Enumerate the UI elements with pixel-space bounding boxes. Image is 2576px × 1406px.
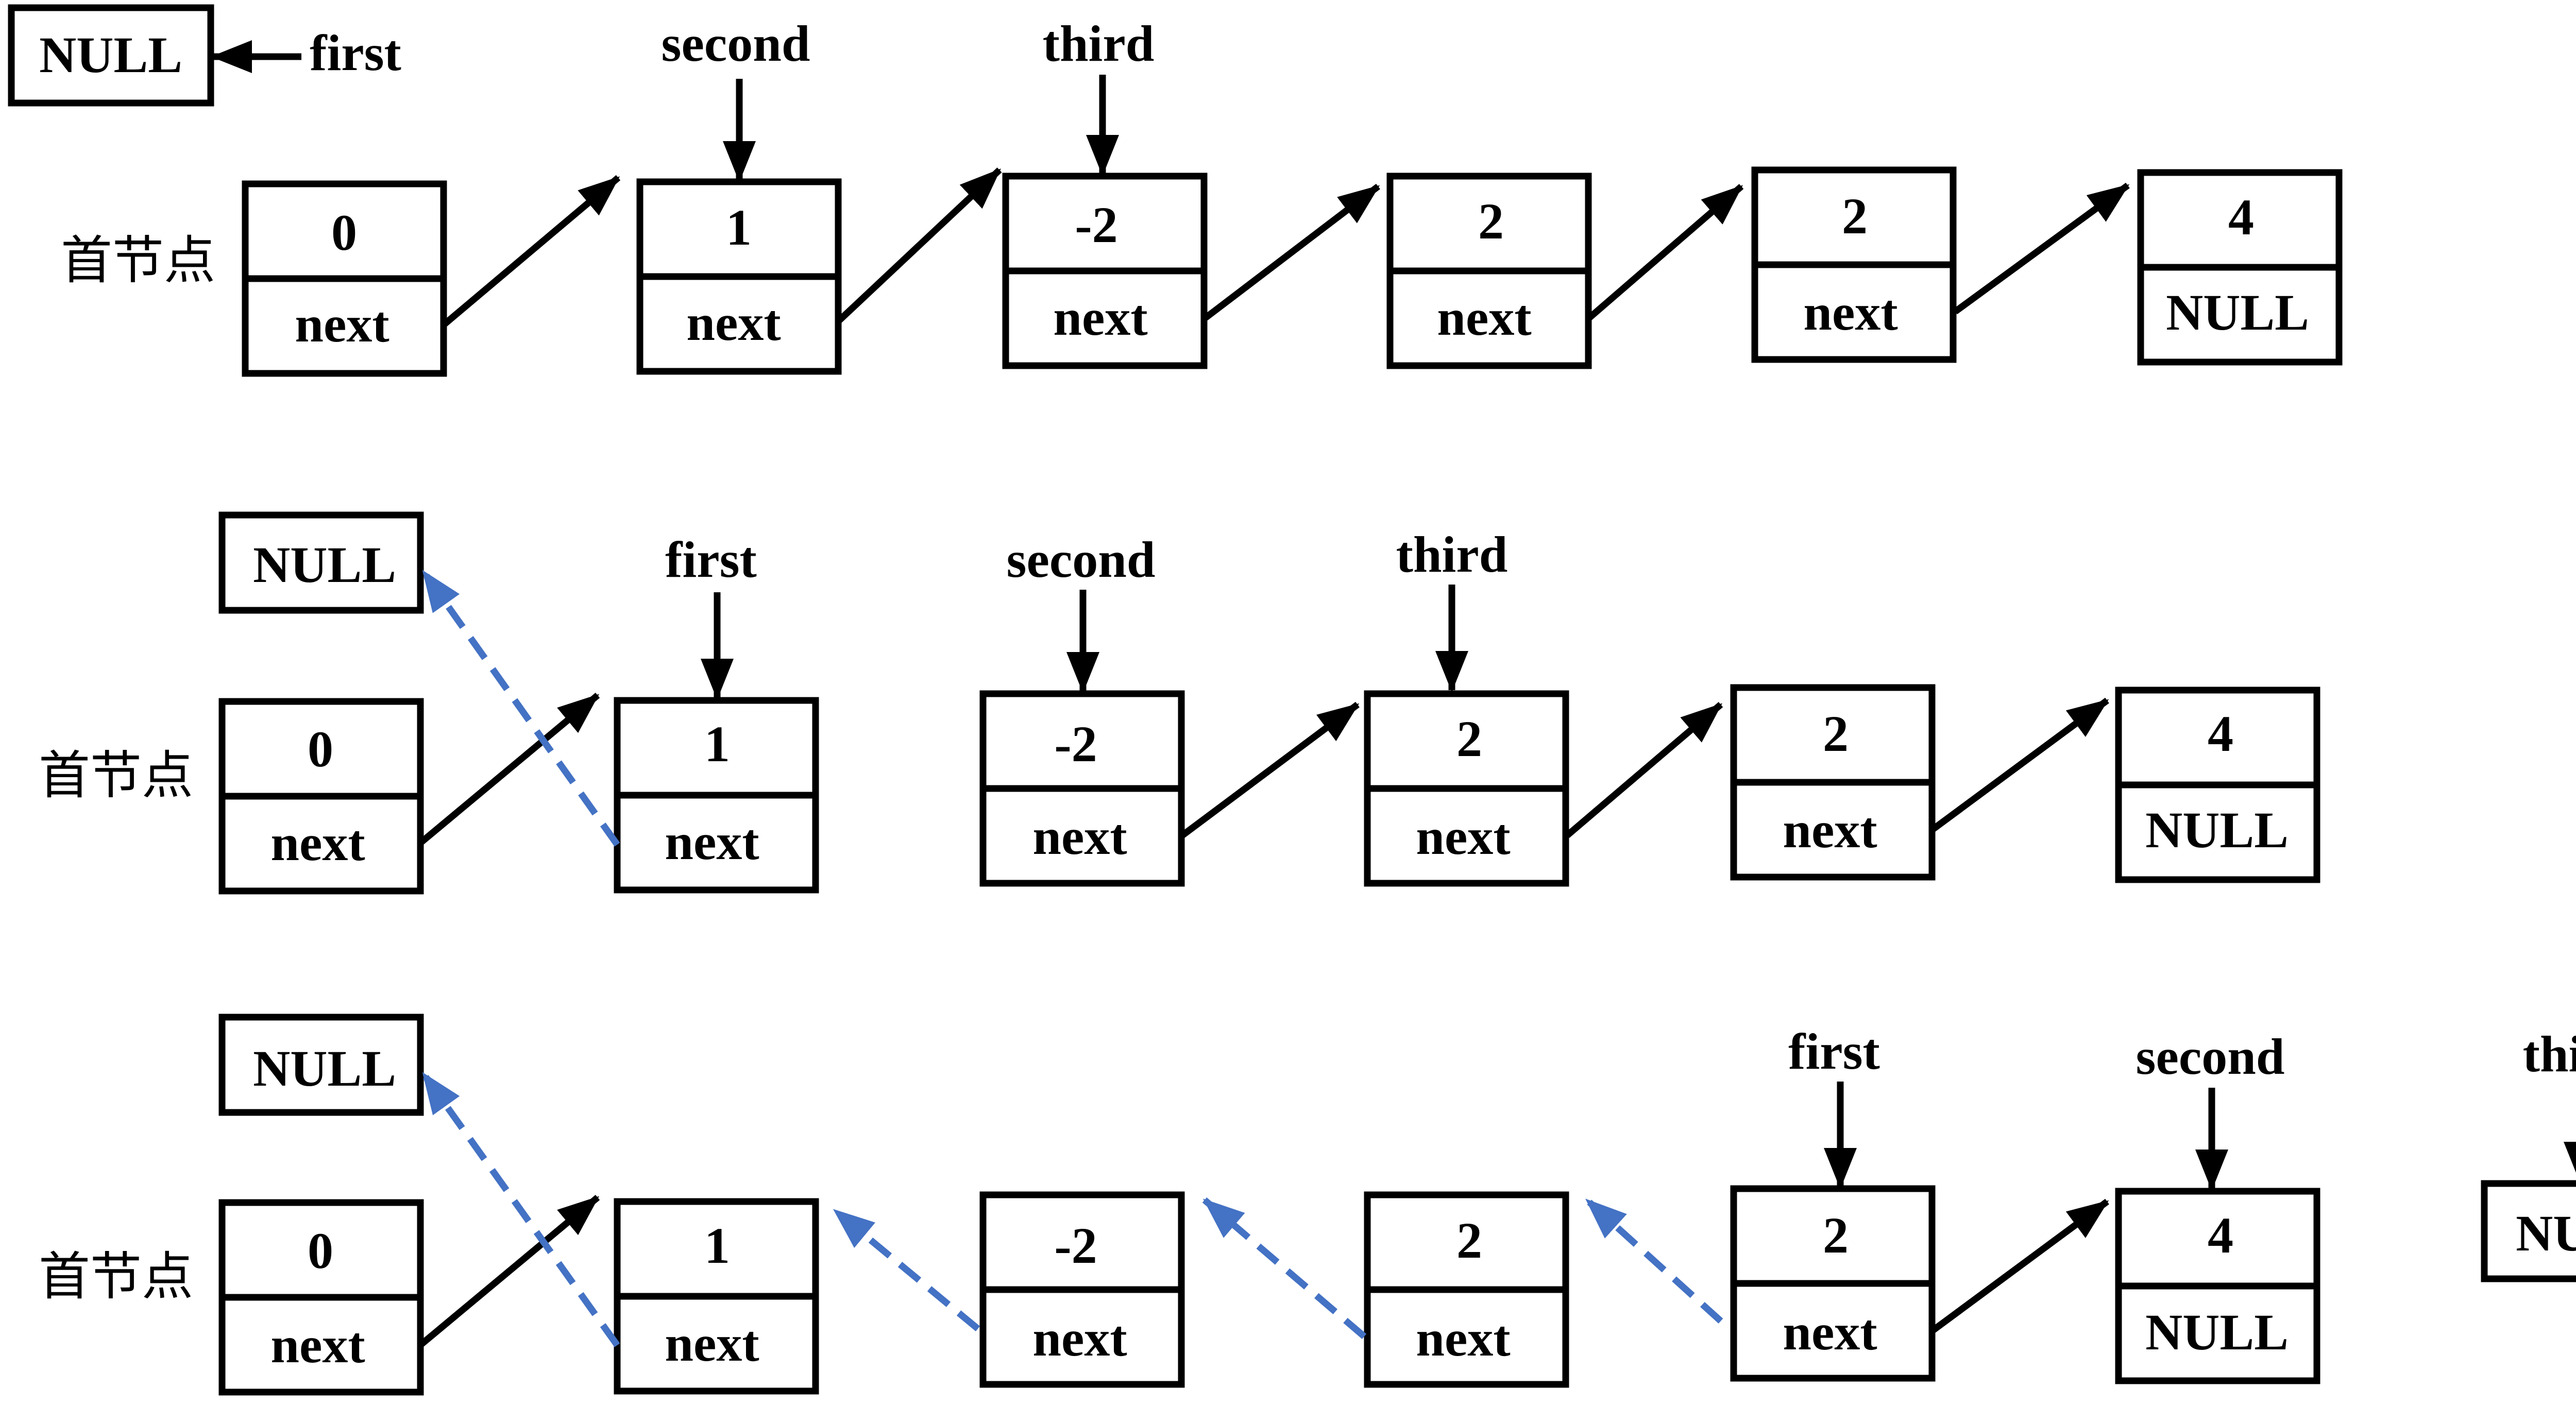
node-value: 0 bbox=[331, 204, 357, 261]
next-link-arrow bbox=[442, 175, 621, 327]
node-value: 1 bbox=[704, 1217, 730, 1274]
list-node: 0 next bbox=[218, 1199, 424, 1396]
node-value: 1 bbox=[704, 715, 730, 773]
first-pointer-label: first bbox=[310, 24, 401, 81]
node-next: next bbox=[1783, 801, 1877, 859]
node-next: next bbox=[270, 1316, 365, 1374]
node-next: next bbox=[1803, 284, 1897, 341]
node-value: 4 bbox=[2228, 188, 2254, 246]
node-next: NULL bbox=[2145, 801, 2289, 859]
reversed-link-arrow bbox=[420, 570, 620, 847]
node-next: next bbox=[1416, 808, 1510, 865]
null-box-text: NULL bbox=[39, 26, 182, 83]
first-pointer-label: first bbox=[665, 531, 757, 588]
first-pointer-label: first bbox=[1788, 1023, 1880, 1080]
list-node: 2 next bbox=[1364, 690, 1569, 887]
next-link-arrow bbox=[1565, 702, 1723, 838]
node-next: NULL bbox=[2166, 284, 2309, 341]
list-node: 2 next bbox=[1751, 166, 1957, 363]
second-pointer-label: second bbox=[1007, 531, 1156, 588]
tail-null-box-text: NULL bbox=[2516, 1205, 2576, 1262]
null-box bbox=[218, 511, 424, 614]
list-node: 2 next bbox=[1364, 1191, 1569, 1388]
tail-null-box bbox=[2481, 1180, 2576, 1282]
node-next: next bbox=[1032, 808, 1127, 865]
node-value: 2 bbox=[1456, 1212, 1482, 1269]
node-next: next bbox=[665, 813, 759, 870]
list-node: 1 next bbox=[614, 1198, 819, 1395]
next-link-arrow bbox=[1953, 182, 2130, 315]
list-node: -2 next bbox=[979, 690, 1185, 887]
node-next: next bbox=[1437, 289, 1531, 346]
node-next: next bbox=[686, 294, 781, 351]
node-value: 2 bbox=[1456, 710, 1482, 767]
node-value: -2 bbox=[1075, 196, 1117, 253]
list-node: 2 next bbox=[1386, 173, 1592, 369]
node-next: next bbox=[270, 814, 365, 871]
list-node: -2 next bbox=[1002, 173, 1208, 369]
node-value: 4 bbox=[2208, 1207, 2233, 1264]
third-pointer-label: third bbox=[2523, 1025, 2576, 1083]
next-link-arrow bbox=[1204, 183, 1380, 321]
list-node: 0 next bbox=[218, 698, 424, 895]
list-node: 4 NULL bbox=[2137, 169, 2343, 366]
node-value: 1 bbox=[726, 199, 752, 256]
reversed-link-arrow bbox=[1584, 1197, 1723, 1324]
list-node: 0 next bbox=[242, 180, 447, 377]
null-box-text: NULL bbox=[253, 1040, 396, 1097]
second-pointer-label: second bbox=[2136, 1028, 2285, 1085]
second-pointer-label: second bbox=[662, 15, 810, 72]
node-next: NULL bbox=[2145, 1304, 2289, 1361]
list-node: 4 NULL bbox=[2115, 1188, 2320, 1384]
node-value: -2 bbox=[1054, 1217, 1097, 1274]
next-link-arrow bbox=[419, 693, 600, 845]
list-node: 4 NULL bbox=[2115, 687, 2320, 883]
node-next: next bbox=[665, 1315, 759, 1372]
next-link-arrow bbox=[1587, 184, 1744, 320]
reversed-link-arrow bbox=[832, 1207, 980, 1332]
next-link-arrow bbox=[419, 1195, 600, 1347]
node-next: next bbox=[1032, 1310, 1127, 1367]
node-value: 2 bbox=[1842, 187, 1868, 245]
node-next: next bbox=[1053, 289, 1147, 346]
next-link-arrow bbox=[1931, 697, 2109, 832]
list-node: 1 next bbox=[614, 697, 819, 894]
node-value: -2 bbox=[1054, 715, 1097, 773]
list-node: -2 next bbox=[979, 1191, 1185, 1388]
node-value: 4 bbox=[2208, 705, 2233, 762]
list-node: 2 next bbox=[1730, 1185, 1936, 1382]
list-node: 2 next bbox=[1730, 684, 1936, 881]
row-1: NULL first 首节点 0 next 1 next -2 next 2 n… bbox=[8, 4, 2343, 377]
node-next: next bbox=[1416, 1310, 1510, 1367]
node-value: 0 bbox=[308, 1222, 333, 1279]
null-box-text: NULL bbox=[253, 536, 396, 593]
node-next: next bbox=[1783, 1304, 1877, 1361]
null-box bbox=[218, 1014, 424, 1116]
node-value: 2 bbox=[1823, 1207, 1849, 1264]
next-link-arrow bbox=[1180, 701, 1360, 838]
third-pointer-label: third bbox=[1396, 526, 1508, 583]
third-pointer-label: third bbox=[1043, 15, 1155, 72]
head-node-label: 首节点 bbox=[61, 230, 215, 290]
next-link-arrow bbox=[836, 167, 1002, 323]
node-value: 0 bbox=[308, 721, 333, 778]
reversed-link-arrow bbox=[1202, 1197, 1367, 1339]
row-2: NULL 首节点 0 next 1 next -2 next 2 next bbox=[39, 511, 2320, 895]
next-link-arrow bbox=[1931, 1198, 2109, 1333]
row-3: NULL 首节点 0 next 1 next -2 next 2 next bbox=[39, 1014, 2576, 1396]
reversed-link-arrow bbox=[420, 1072, 620, 1347]
node-next: next bbox=[295, 296, 389, 353]
node-value: 2 bbox=[1478, 193, 1504, 250]
head-node-label: 首节点 bbox=[39, 1246, 193, 1307]
node-value: 2 bbox=[1823, 705, 1849, 762]
head-node-label: 首节点 bbox=[39, 745, 193, 805]
list-node: 1 next bbox=[636, 178, 842, 375]
